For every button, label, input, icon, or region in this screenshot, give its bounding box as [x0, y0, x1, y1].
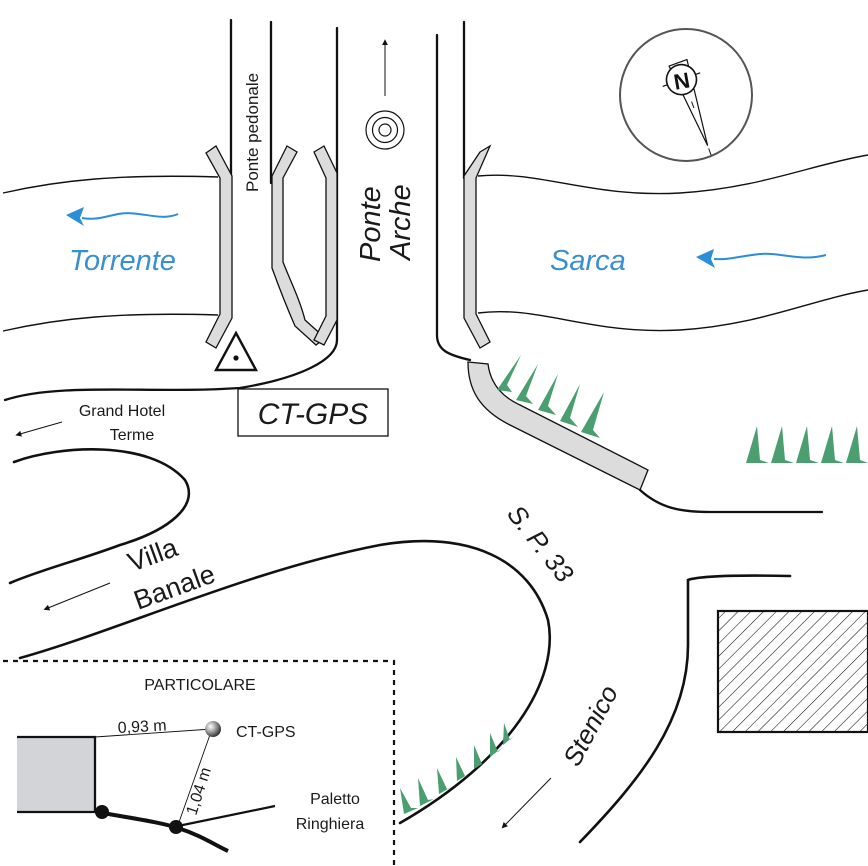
west-roads	[8, 448, 551, 825]
railing-post-icon	[169, 820, 183, 834]
detail-post-label-line1: Paletto	[310, 791, 360, 808]
svg-text:N: N	[672, 67, 692, 94]
river-east-label: Sarca	[550, 245, 626, 277]
river-west-label: Torrente	[69, 245, 176, 277]
river-west-flow-arrow	[66, 207, 179, 226]
tree-group-riverbank	[497, 355, 604, 438]
gps-station-ball-icon	[205, 721, 221, 737]
east-road	[578, 574, 792, 844]
arrow-icon	[15, 421, 63, 437]
detail-station-label: CT-GPS	[236, 724, 296, 741]
river-east-banks	[477, 154, 868, 332]
stenico-label: Stenico	[557, 680, 624, 771]
road-number-label: S. P. 33	[501, 499, 580, 588]
tree-group-east	[746, 426, 868, 463]
bridge-railings	[205, 144, 649, 491]
river-west-banks	[2, 175, 219, 332]
tree-group-curve	[400, 723, 514, 814]
detail-distance-building: 0,93 m	[117, 717, 167, 737]
railing-post-icon	[95, 805, 109, 819]
detail-inset: PARTICOLARE 0,93 m CT-GPS 1,04 m Paletto…	[3, 659, 396, 866]
road-east-kerb	[638, 488, 824, 514]
hatched-building-icon	[716, 609, 868, 734]
arrow-icon	[501, 777, 552, 829]
detail-distance-post: 1,04 m	[184, 765, 215, 817]
detail-title: PARTICOLARE	[144, 677, 255, 694]
station-label-box: CT-GPS	[237, 388, 389, 437]
north-compass-icon: N	[619, 28, 753, 162]
river-east-flow-arrow	[696, 249, 827, 268]
detail-post-label-line2: Ringhiera	[296, 816, 365, 833]
concentric-circles-icon	[365, 110, 405, 150]
arrow-icon	[43, 582, 111, 611]
grand-hotel-label-line1: Grand Hotel	[79, 403, 165, 420]
footbridge-roads	[3, 18, 339, 402]
footbridge-label: Ponte pedonale	[243, 73, 262, 192]
town-label-line2: Arche	[385, 184, 417, 262]
detail-building	[17, 737, 95, 812]
town-label-line1: Ponte	[355, 186, 387, 262]
grand-hotel-label-line2: Terme	[110, 427, 155, 444]
triangulation-point-icon	[213, 330, 259, 372]
station-label: CT-GPS	[258, 398, 369, 431]
main-bridge-road-east	[435, 20, 472, 362]
